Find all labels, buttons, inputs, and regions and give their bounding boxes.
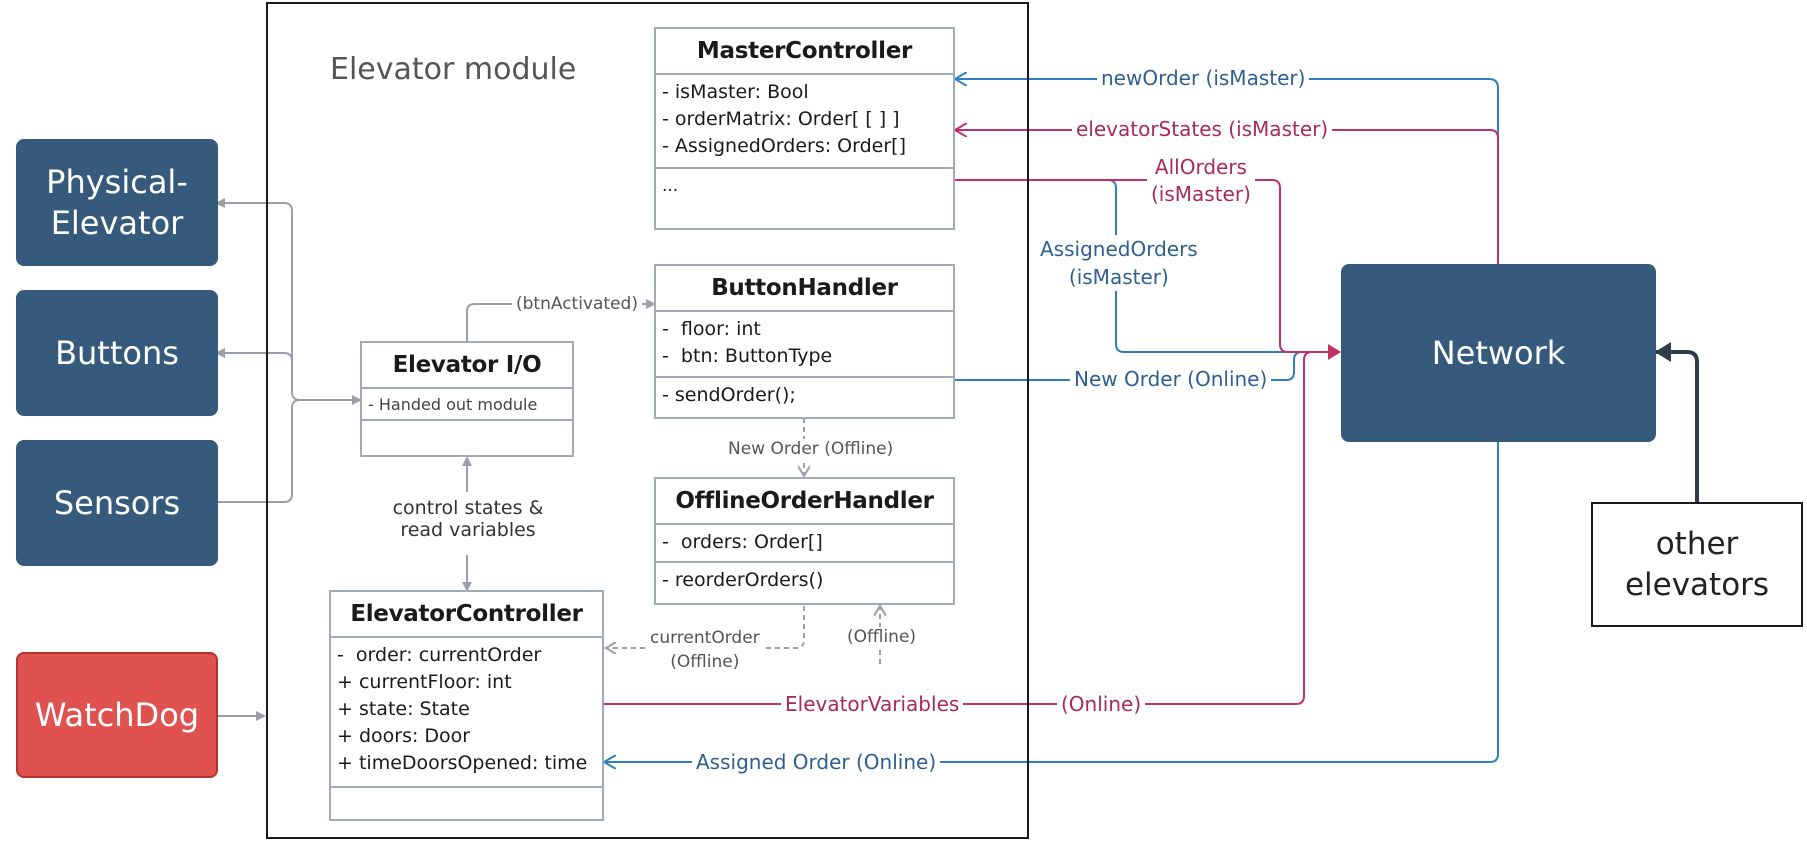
offline-order-handler-class: OfflineOrderHandler - orders: Order[] - … [654,477,955,605]
all-orders-line-1: AllOrders [1154,155,1247,179]
current-order-line-1: currentOrder [650,628,760,648]
elevator-io-attributes: - Handed out module [362,389,572,421]
sensors-to-io-wire [217,395,362,503]
attribute: - floor: int [662,318,761,340]
button-handler-attributes: - floor: int - btn: ButtonType [656,312,953,378]
current-order-offline-wire [606,606,805,648]
operation: - sendOrder(); [662,384,796,406]
assigned-orders-line-2: (isMaster) [1068,265,1169,289]
operation: ... [662,176,679,196]
network-box: Network [1341,264,1656,442]
io-to-buttons-wire [215,348,293,392]
all-orders-is-master-wire [955,179,1341,360]
online-label: (Online) [1057,692,1146,716]
elevator-module-frame [266,2,1029,839]
master-controller-operations: ... [656,169,953,204]
offline-order-handler-name: OfflineOrderHandler [656,479,953,525]
elevator-io-class: Elevator I/O - Handed out module [360,341,574,457]
elevator-controller-operations [331,788,602,796]
elevator-controller-name: ElevatorController [331,592,602,638]
all-orders-line-2: (isMaster) [1151,182,1251,206]
new-order-is-master-wire [955,79,1499,264]
control-states-line-2: read variables [400,519,536,541]
offline-label: (Offline) [843,627,921,647]
attribute: - orderMatrix: Order[ [ ] ] [662,108,900,130]
attribute: - order: currentOrder [337,644,542,666]
attribute: - isMaster: Bool [662,81,809,103]
attribute: - orders: Order[] [662,531,823,553]
attribute: + currentFloor: int [337,671,512,693]
attribute: + timeDoorsOpened: time [337,752,588,774]
offline-order-handler-attributes: - orders: Order[] [656,525,953,563]
elevator-variables-online-wire [604,351,1340,705]
operation: - reorderOrders() [662,569,824,591]
new-order-online-label: New Order (Online) [1070,367,1272,391]
watchdog-box: WatchDog [16,652,218,778]
current-order-line-2: (Offline) [670,652,740,672]
button-handler-operations: - sendOrder(); [656,378,953,413]
network-other-elevators-wire [1655,342,1707,518]
control-states-line-1: control states & [392,497,544,519]
master-controller-class: MasterController - isMaster: Bool - orde… [654,27,955,230]
elevator-controller-attributes: - order: currentOrder + currentFloor: in… [331,638,602,788]
master-controller-attributes: - isMaster: Bool - orderMatrix: Order[ [… [656,75,953,169]
assigned-orders-is-master-label: AssignedOrders (isMaster) [1036,235,1202,291]
btn-activated-label: (btnActivated) [512,294,642,314]
button-handler-class: ButtonHandler - floor: int - btn: Button… [654,264,955,419]
attribute: - AssignedOrders: Order[] [662,135,906,157]
module-title: Elevator module [330,52,577,87]
attribute: + state: State [337,698,470,720]
attribute: - btn: ButtonType [662,345,833,367]
attribute: + doors: Door [337,725,471,747]
current-order-offline-label: currentOrder (Offline) [646,626,764,674]
new-order-offline-label: New Order (Offline) [724,439,898,459]
attribute: - Handed out module [368,395,538,414]
assigned-orders-line-1: AssignedOrders [1040,237,1198,261]
new-order-is-master-label: newOrder (isMaster) [1097,66,1310,90]
master-controller-name: MasterController [656,29,953,75]
offline-order-handler-operations: - reorderOrders() [656,563,953,598]
assigned-order-online-wire [604,442,1499,762]
sensors-box: Sensors [16,440,218,566]
elevator-variables-label: ElevatorVariables [781,692,964,716]
other-elevators-box: other elevators [1591,502,1803,627]
physical-elevator-box: Physical- Elevator [16,139,218,266]
button-handler-name: ButtonHandler [656,266,953,312]
elevator-io-operations [362,421,572,429]
elevator-io-name: Elevator I/O [362,343,572,389]
elevator-states-is-master-label: elevatorStates (isMaster) [1072,117,1333,141]
buttons-box: Buttons [16,290,218,416]
all-orders-is-master-label: AllOrders (isMaster) [1147,154,1255,208]
control-states-label: control states & read variables [384,497,552,541]
elevator-states-is-master-wire [955,130,1499,264]
elevator-controller-class: ElevatorController - order: currentOrder… [329,590,604,821]
assigned-order-online-label: Assigned Order (Online) [692,750,941,774]
btn-activated-wire [466,299,656,341]
